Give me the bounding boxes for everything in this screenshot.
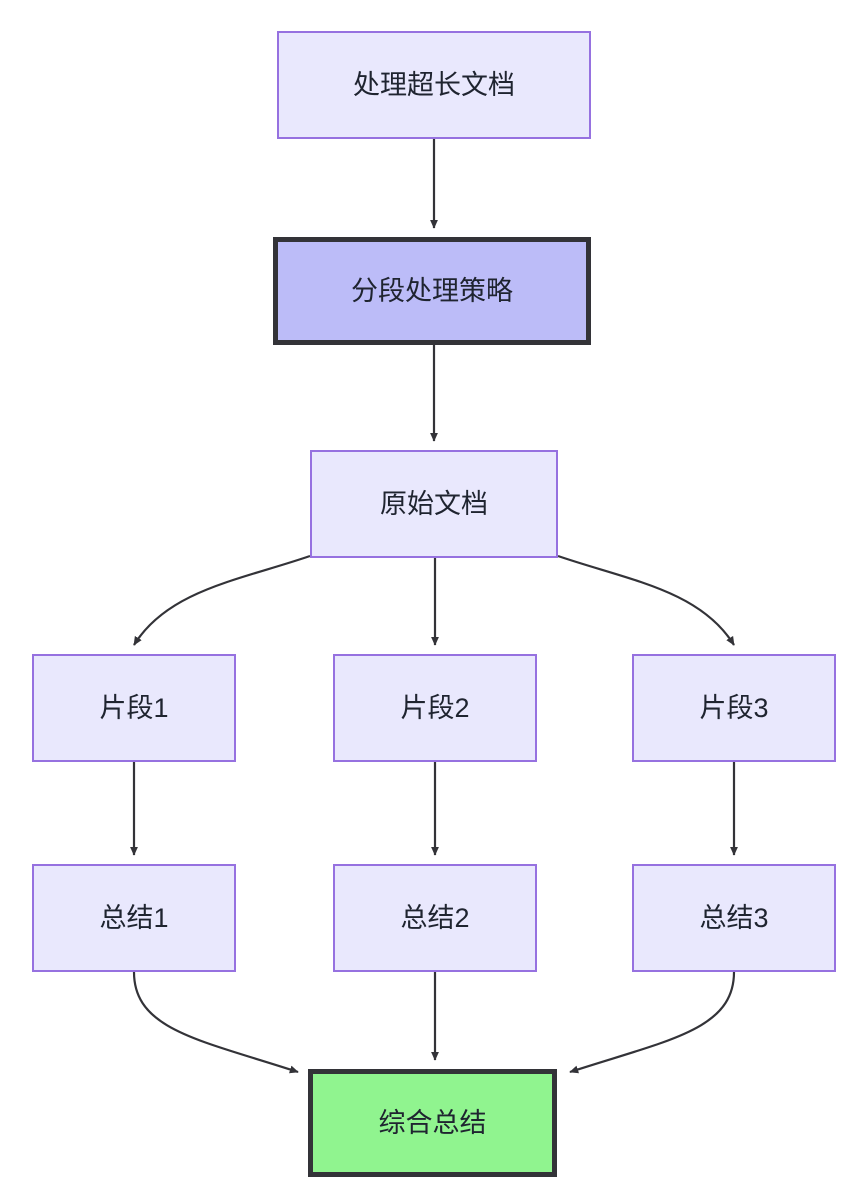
flow-edge-n3-to-n6	[557, 554, 735, 646]
flow-node-n10[interactable]: 综合总结	[308, 1069, 557, 1177]
flow-node-n5[interactable]: 片段2	[333, 654, 537, 762]
flow-node-label: 片段3	[699, 692, 769, 723]
flow-edge-n9-to-n10	[569, 971, 736, 1074]
flow-node-label: 处理超长文档	[353, 69, 515, 100]
flow-node-n6[interactable]: 片段3	[632, 654, 836, 762]
flow-node-label: 原始文档	[380, 488, 488, 519]
flow-node-label: 综合总结	[378, 1107, 487, 1138]
flow-node-label: 分段处理策略	[351, 275, 513, 306]
flow-node-n9[interactable]: 总结3	[632, 864, 836, 972]
flow-node-label: 总结2	[400, 902, 470, 933]
flow-node-n1[interactable]: 处理超长文档	[277, 31, 591, 139]
flow-edge-n7-to-n10	[132, 971, 299, 1074]
flow-node-n4[interactable]: 片段1	[32, 654, 236, 762]
flow-node-n2[interactable]: 分段处理策略	[273, 237, 591, 345]
flow-node-label: 总结3	[699, 902, 769, 933]
flow-node-n8[interactable]: 总结2	[333, 864, 537, 972]
flow-node-n7[interactable]: 总结1	[32, 864, 236, 972]
flow-node-label: 片段2	[400, 692, 470, 723]
flow-node-label: 片段1	[99, 692, 169, 723]
flow-node-label: 总结1	[99, 902, 169, 933]
flow-node-n3[interactable]: 原始文档	[310, 450, 558, 558]
flow-edge-n3-to-n4	[133, 554, 311, 646]
